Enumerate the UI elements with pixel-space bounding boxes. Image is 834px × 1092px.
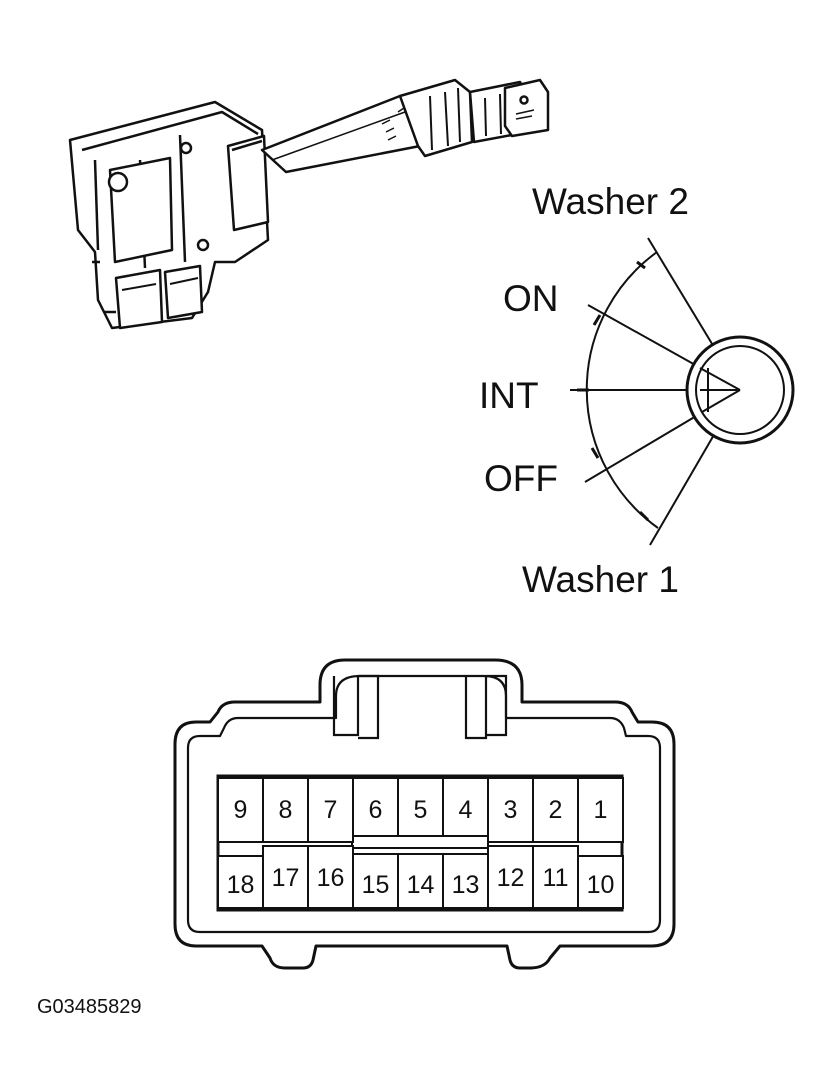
pin-cavity-13 [442, 853, 489, 909]
switch-position-dial: Washer 2 ON INT OFF Washer 1 [479, 181, 795, 600]
combination-switch-illustration [68, 78, 550, 330]
washer1-label: Washer 1 [522, 559, 679, 600]
pin-number-18: 18 [227, 871, 255, 899]
pin-number-4: 4 [459, 796, 473, 824]
pin-cavity-4 [442, 777, 489, 837]
figure-code: G03485829 [37, 996, 142, 1018]
pin-number-9: 9 [234, 796, 248, 824]
pin-number-2: 2 [549, 796, 563, 824]
pin-number-17: 17 [272, 864, 300, 892]
pin-cavity-15 [352, 853, 399, 909]
off-label: OFF [484, 458, 558, 499]
pin-cavity-18 [217, 855, 264, 909]
pin-number-15: 15 [362, 871, 390, 899]
pin-cavity-14 [397, 853, 444, 909]
pin-number-10: 10 [587, 871, 615, 899]
pin-number-1: 1 [594, 796, 608, 824]
pin-cavity-3 [487, 777, 534, 843]
pin-cavity-17 [262, 845, 309, 909]
washer2-label: Washer 2 [532, 181, 689, 222]
pin-cavity-11 [532, 845, 579, 909]
pin-number-3: 3 [504, 796, 518, 824]
arc-ticks [577, 260, 650, 522]
pin-number-8: 8 [279, 796, 293, 824]
pin-number-13: 13 [452, 871, 480, 899]
pin-number-6: 6 [369, 796, 383, 824]
connector-pins-bottom-row: 18 17 16 15 14 13 12 11 10 [217, 845, 624, 909]
pin-number-7: 7 [324, 796, 338, 824]
row-separator [218, 841, 622, 849]
pin-cavity-9 [217, 777, 264, 843]
pin-cavity-12 [487, 845, 534, 909]
pin-number-5: 5 [414, 796, 428, 824]
pin-number-11: 11 [543, 864, 569, 892]
pin-number-14: 14 [407, 871, 435, 899]
pin-cavity-6 [352, 777, 399, 837]
pin-number-16: 16 [317, 864, 345, 892]
on-label: ON [503, 278, 559, 319]
int-label: INT [479, 375, 539, 416]
pin-cavity-10 [577, 855, 624, 909]
connector-pins-top-row: 9 8 7 6 5 4 3 2 1 [217, 777, 624, 849]
pin-number-12: 12 [497, 864, 525, 892]
